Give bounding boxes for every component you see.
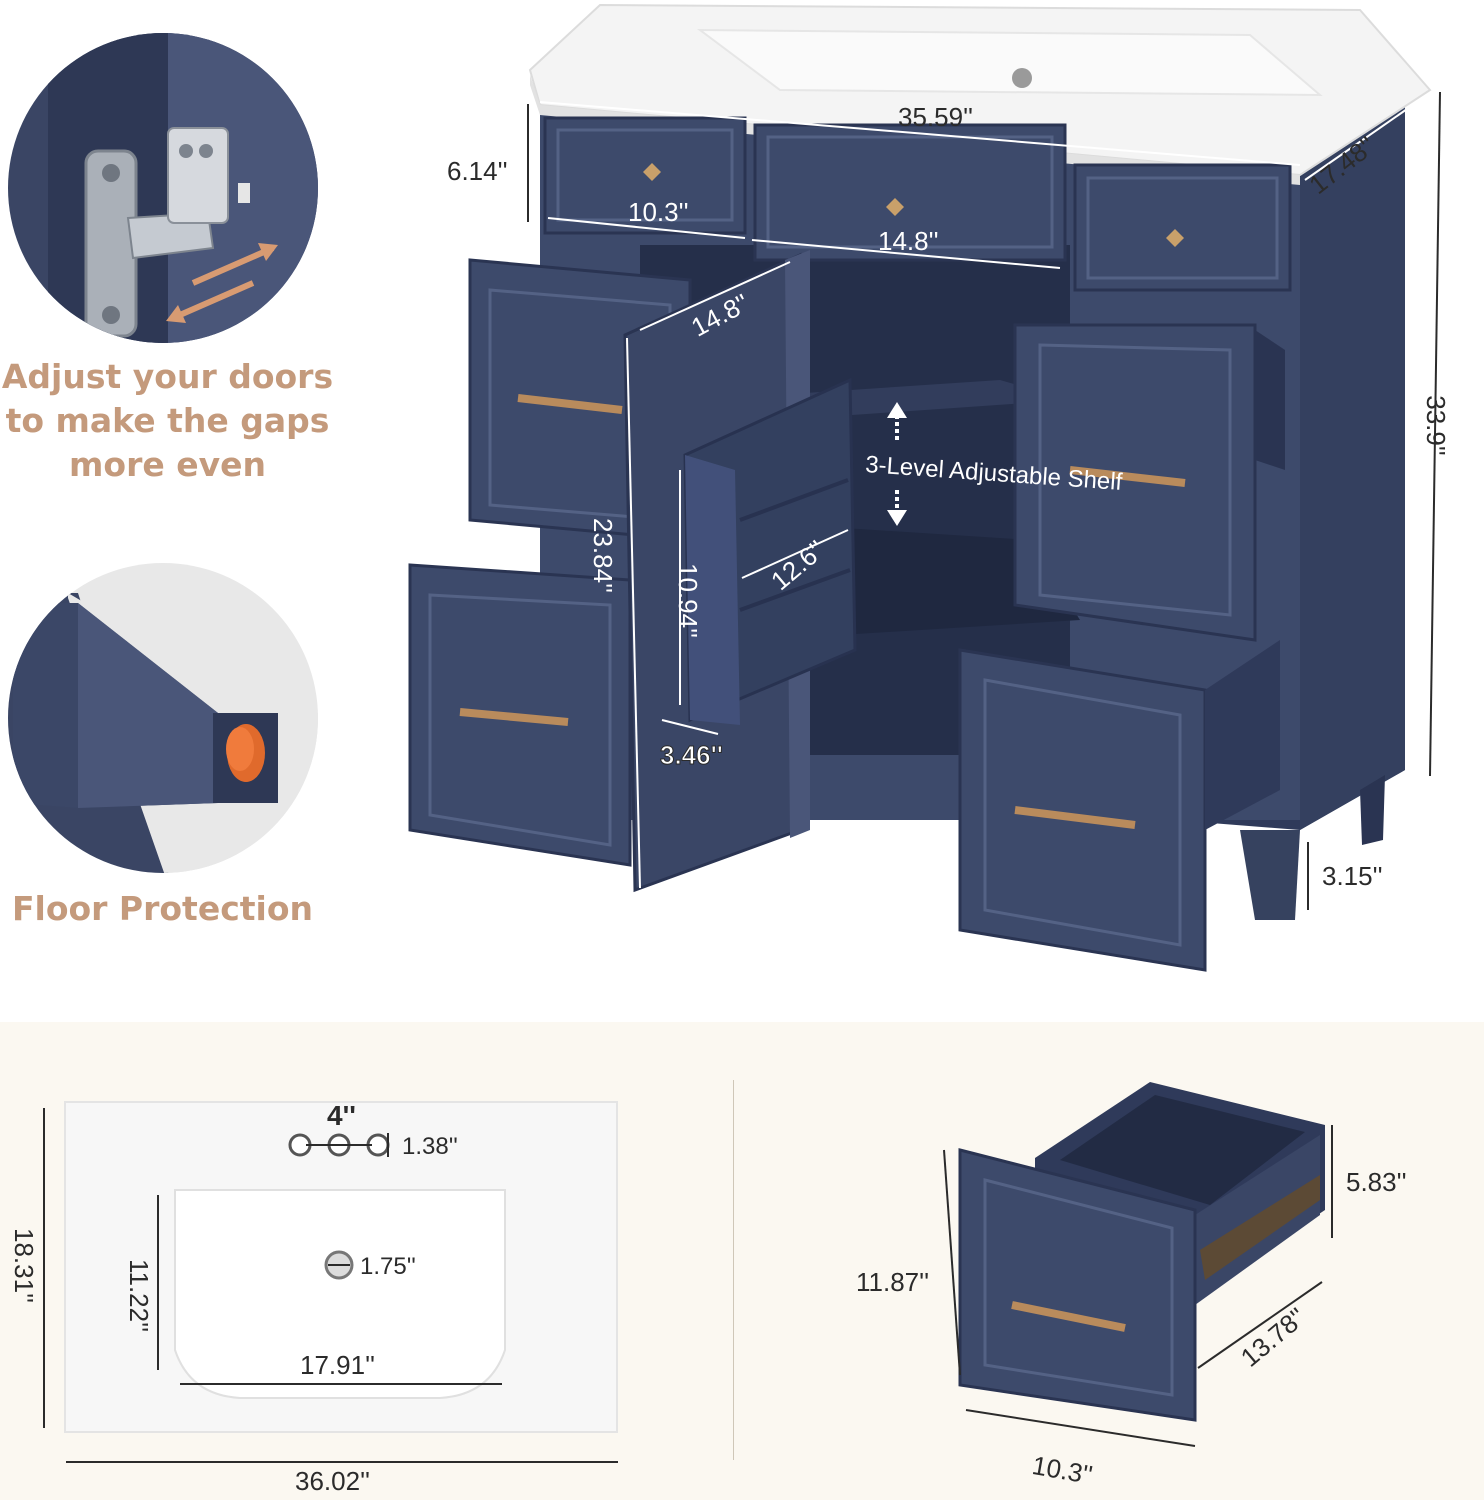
- vanity-top-width-label: 35.59'': [898, 102, 973, 132]
- drawer-pull: [1014, 806, 1136, 829]
- drawer-slide: [1200, 1175, 1320, 1280]
- hinge-caption: Adjust your doors to make the gaps more …: [0, 355, 335, 487]
- drawer-pull: [459, 708, 569, 726]
- hinge-caption-line-2: to make the gaps: [5, 401, 330, 440]
- center-drawer-width-label: 14.8'': [878, 226, 939, 256]
- drawer-front-height-label: 6.14'': [447, 156, 508, 186]
- faucet-hole-diameter-label: 1.38'': [402, 1133, 458, 1160]
- hinge-caption-line-3: more even: [69, 445, 266, 484]
- hinge-caption-line-1: Adjust your doors: [1, 357, 334, 396]
- drawer-height-label: 11.87'': [856, 1267, 930, 1297]
- leg-height-label: 3.15'': [1322, 861, 1383, 891]
- door-shelf-depth-label: 3.46'': [660, 740, 724, 771]
- floor-protection-caption: Floor Protection: [11, 889, 314, 928]
- drawer-knob-right: [1166, 229, 1184, 247]
- basin-width-label: 17.91'': [300, 1350, 375, 1380]
- drain-diameter-label: 1.75'': [360, 1253, 416, 1280]
- faucet-spread-label: 4'': [327, 1100, 356, 1131]
- sink-width-label: 36.02'': [295, 1466, 370, 1496]
- drawer-knob-left: [643, 163, 661, 181]
- floor-protection-image: [8, 563, 318, 873]
- drawer-pull: [517, 394, 623, 414]
- drawer-knob-center: [886, 198, 904, 216]
- vanity-illustration: [408, 3, 1441, 972]
- top-center-drawer: [753, 123, 1067, 262]
- hinge-adjust-icon: [8, 33, 318, 343]
- right-upper-drawer: [1013, 323, 1257, 642]
- drawer-pull: [1011, 1301, 1126, 1332]
- top-right-drawer: [1073, 163, 1292, 292]
- drawer-box-interior: [1060, 1095, 1305, 1205]
- floor-pad-icon: [8, 563, 318, 873]
- dimension-lines: [527, 91, 1441, 910]
- drawer-pull: [1069, 466, 1186, 487]
- drawer-inner-height-label: 5.83'': [1346, 1167, 1407, 1197]
- cabinet-leg: [1240, 830, 1300, 920]
- hinge-detail-image: [8, 33, 318, 343]
- small-drawer-width-label: 10.3'': [628, 197, 689, 227]
- right-lower-drawer: [958, 648, 1207, 972]
- top-left-drawer: [543, 116, 747, 235]
- sink-basin: [174, 1189, 506, 1399]
- panel-divider: [733, 1080, 734, 1460]
